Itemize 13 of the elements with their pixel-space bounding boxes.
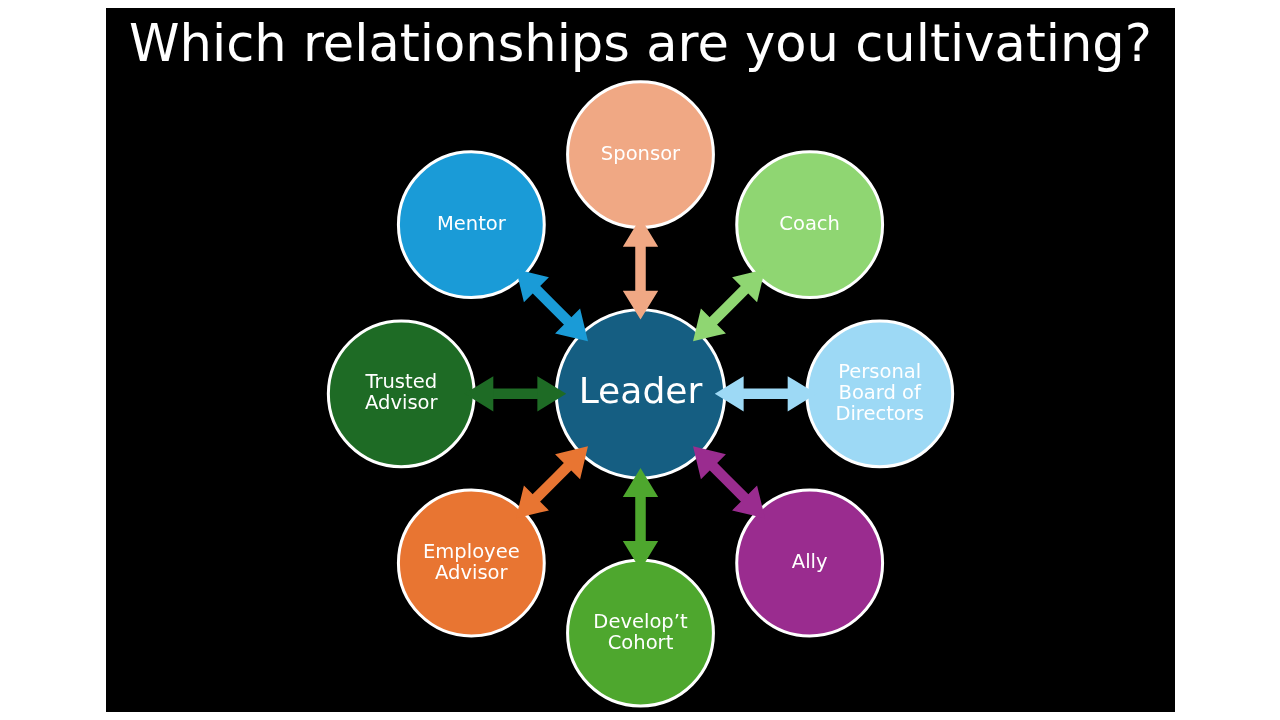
node-circle: Develop’t Cohort xyxy=(565,558,715,708)
arrow xyxy=(692,446,765,519)
node-circle: Coach xyxy=(734,150,884,300)
node-circle: Personal Board of Directors xyxy=(804,319,954,469)
node-circle: Employee Advisor xyxy=(396,488,546,638)
node-circle: Sponsor xyxy=(565,80,715,230)
arrow xyxy=(515,269,588,342)
node-circle: Mentor xyxy=(396,150,546,300)
arrow xyxy=(692,269,765,342)
node-circle: Ally xyxy=(734,488,884,638)
arrow xyxy=(515,446,588,519)
diagram-title: Which relationships are you cultivating? xyxy=(128,13,1152,73)
node-circle: Trusted Advisor xyxy=(326,319,476,469)
